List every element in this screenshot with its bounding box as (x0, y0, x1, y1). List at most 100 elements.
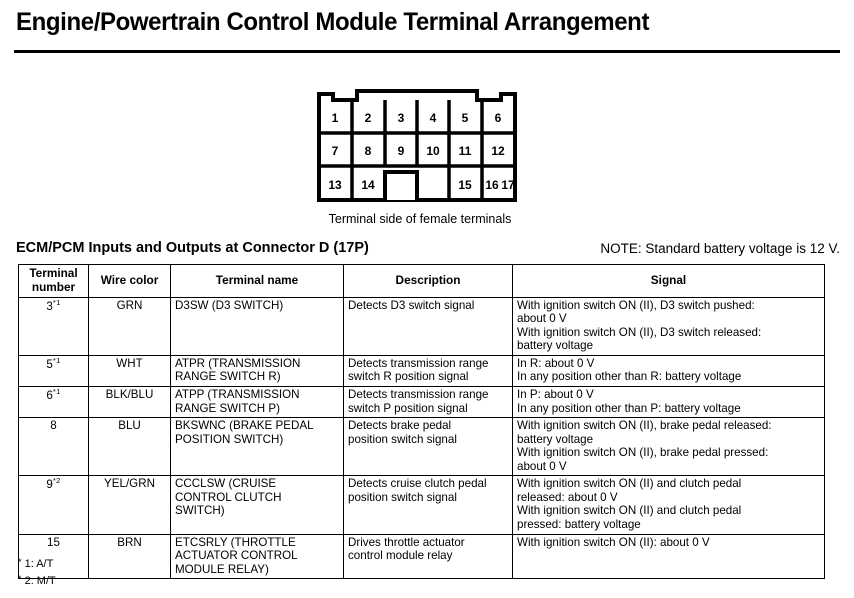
text-line: BKSWNC (BRAKE PEDAL (175, 419, 314, 433)
terminal-number-line1: Terminal (29, 266, 78, 280)
text-line: With ignition switch ON (II): about 0 V (517, 535, 710, 549)
connector-diagram: 1 2 3 4 5 6 7 8 9 10 11 12 13 14 15 16 1… (317, 88, 517, 202)
terminal-footnote-marker: *1 (52, 355, 61, 365)
text-line: RANGE SWITCH R) (175, 370, 281, 384)
footnote: * 2: M/T (18, 573, 56, 590)
keyway-notch (383, 170, 419, 200)
text-line: switch P position signal (348, 401, 468, 415)
pin-number: 3 (398, 111, 405, 125)
text-line: With ignition switch ON (II), D3 switch … (517, 325, 762, 339)
text-line: control module relay (348, 549, 453, 563)
section-header: ECM/PCM Inputs and Outputs at Connector … (16, 240, 840, 260)
terminal-table: Terminal number Wire color Terminal name… (18, 264, 825, 580)
text-line: about 0 V (517, 459, 567, 473)
text-line: battery voltage (517, 432, 594, 446)
text-line: ATPP (TRANSMISSION (175, 387, 300, 401)
pin-number: 15 (458, 178, 472, 192)
text-line: SWITCH) (175, 504, 225, 518)
text-line: ACTUATOR CONTROL (175, 549, 298, 563)
text-line: position switch signal (348, 432, 457, 446)
footnotes: * 1: A/T* 2: M/T (18, 556, 56, 589)
cell-wire-color: BRN (88, 533, 171, 580)
cell-terminal-number: 5*1 (18, 354, 89, 387)
column-header-wire-color: Wire color (88, 264, 171, 298)
text-line: In any position other than P: battery vo… (517, 401, 741, 415)
text-line: With ignition switch ON (II) and clutch … (517, 477, 742, 491)
pin-number: 17 (501, 178, 515, 192)
text-line: ATPR (TRANSMISSION (175, 356, 301, 370)
pin-number: 8 (365, 144, 372, 158)
text-line: Detects D3 switch signal (348, 298, 475, 312)
text-line: Detects cruise clutch pedal (348, 477, 487, 491)
text-line: Detects brake pedal (348, 419, 452, 433)
column-header-terminal-number: Terminal number (18, 264, 89, 298)
pin-number: 14 (361, 178, 375, 192)
page-title: Engine/Powertrain Control Module Termina… (16, 8, 650, 36)
text-line: pressed: battery voltage (517, 518, 641, 532)
terminal-number-value: 8 (50, 419, 57, 433)
terminal-number-line2: number (31, 279, 76, 294)
cell-signal: With ignition switch ON (II), brake peda… (512, 417, 825, 477)
cell-signal: With ignition switch ON (II): about 0 V (512, 533, 825, 580)
pin-number: 13 (328, 178, 342, 192)
footnote: * 1: A/T (18, 556, 56, 573)
section-title: ECM/PCM Inputs and Outputs at Connector … (16, 240, 369, 256)
terminal-number-value: 6 (46, 388, 53, 402)
terminal-footnote-marker: *1 (52, 386, 61, 396)
cell-description: Detects D3 switch signal (343, 296, 513, 356)
text-line: With ignition switch ON (II), brake peda… (517, 446, 769, 460)
text-line: POSITION SWITCH) (175, 432, 284, 446)
footnote-text: 2: M/T (21, 574, 56, 587)
footnote-text: 1: A/T (21, 558, 54, 570)
cell-terminal-number: 8 (18, 417, 89, 477)
pin-number: 12 (491, 144, 505, 158)
terminal-footnote-marker: *2 (52, 476, 61, 486)
text-line: switch R position signal (348, 370, 469, 384)
terminal-number-value: 9 (46, 478, 53, 492)
terminal-footnote-marker: *1 (52, 297, 61, 307)
text-line: Drives throttle actuator (348, 535, 465, 549)
footnote-star: * (18, 573, 22, 584)
text-line: released: about 0 V (517, 490, 618, 504)
text-line: Detects transmission range (348, 387, 489, 401)
column-header-terminal-name: Terminal name (170, 264, 344, 298)
text-line: With ignition switch ON (II) and clutch … (517, 504, 742, 518)
cell-terminal-name: D3SW (D3 SWITCH) (170, 296, 344, 356)
text-line: With ignition switch ON (II), D3 switch … (517, 298, 755, 312)
cell-signal: With ignition switch ON (II) and clutch … (512, 475, 825, 535)
text-line: In any position other than R: battery vo… (517, 370, 742, 384)
pin-number: 2 (365, 111, 372, 125)
text-line: position switch signal (348, 490, 457, 504)
cell-terminal-number: 3*1 (18, 296, 89, 356)
table-header-row: Terminal number Wire color Terminal name… (18, 264, 825, 298)
text-line: With ignition switch ON (II), brake peda… (517, 419, 772, 433)
cell-wire-color: GRN (88, 296, 171, 356)
cell-terminal-number: 15 (18, 533, 89, 580)
section-note: NOTE: Standard battery voltage is 12 V. (600, 241, 840, 256)
cell-signal: With ignition switch ON (II), D3 switch … (512, 296, 825, 356)
pin-number: 4 (430, 111, 437, 125)
cell-wire-color: BLK/BLU (88, 385, 171, 419)
pin-number: 7 (332, 144, 339, 158)
text-line: CONTROL CLUTCH (175, 490, 282, 504)
text-line: battery voltage (517, 339, 594, 353)
footnote-star: * (18, 557, 22, 567)
cell-wire-color: YEL/GRN (88, 475, 171, 535)
pin-number: 11 (459, 144, 472, 158)
column-header-signal: Signal (512, 264, 825, 298)
text-line: In P: about 0 V (517, 387, 594, 401)
pin-number: 6 (495, 111, 502, 125)
